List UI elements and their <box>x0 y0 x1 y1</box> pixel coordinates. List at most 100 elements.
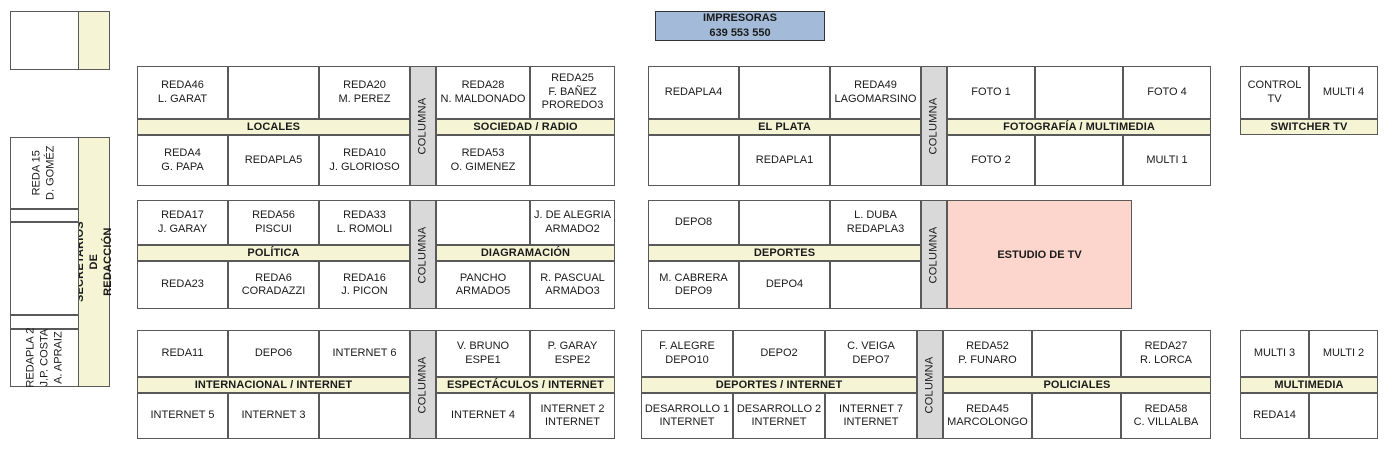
desk-pancho[interactable]: PANCHO ARMADO5 <box>436 261 530 309</box>
desk-foto2[interactable]: FOTO 2 <box>947 135 1035 186</box>
desk-desarrollo1-label: DESARROLLO 1 INTERNET <box>644 402 730 428</box>
desk-deportes-top-2[interactable] <box>739 200 830 245</box>
desk-reda15[interactable]: REDA 15 D. GOMÉZ <box>10 137 79 209</box>
dept-diagramacion: DIAGRAMACIÓN <box>436 245 615 261</box>
desk-internet7[interactable]: INTERNET 7 INTERNET <box>825 393 917 439</box>
desk-reda10-label: REDA10 J. GLORIOSO <box>329 147 400 173</box>
desk-reda6[interactable]: REDA6 CORADAZZI <box>228 261 319 309</box>
desk-control-tv[interactable]: CONTROL TV <box>1240 66 1309 119</box>
desk-policiales-bottom-2[interactable] <box>1032 393 1121 439</box>
desk-internacional-bottom-3[interactable] <box>319 393 410 439</box>
desk-left-empty-middle[interactable] <box>10 222 79 315</box>
desk-reda16[interactable]: REDA16 J. PICON <box>319 261 410 309</box>
desk-desarrollo2-label: DESARROLLO 2 INTERNET <box>736 402 822 428</box>
desk-reda23-label: REDA23 <box>161 278 204 291</box>
desk-multi3[interactable]: MULTI 3 <box>1240 330 1309 377</box>
desk-left-empty-upper[interactable] <box>10 209 79 222</box>
desk-de-alegria-label: J. DE ALEGRIA ARMADO2 <box>533 209 612 235</box>
desk-elplata-bottom-3[interactable] <box>830 135 921 186</box>
desk-reda4[interactable]: REDA4 G. PAPA <box>137 135 228 186</box>
desk-elplata-top-2[interactable] <box>739 66 830 119</box>
dept-locales: LOCALES <box>137 119 410 135</box>
desk-reda25[interactable]: REDA25 F. BAÑEZ PROREDO3 <box>530 66 615 119</box>
desk-p-garay[interactable]: P. GARAY ESPE2 <box>530 330 615 377</box>
desk-internet6[interactable]: INTERNET 6 <box>319 330 410 377</box>
desk-depo6[interactable]: DEPO6 <box>228 330 319 377</box>
dept-politica-label: POLÍTICA <box>247 247 300 259</box>
desk-f-alegre[interactable]: F. ALEGRE DEPO10 <box>641 330 733 377</box>
desk-internet3[interactable]: INTERNET 3 <box>228 393 319 439</box>
desk-redapla1[interactable]: REDAPLA1 <box>739 135 830 186</box>
desk-internet4[interactable]: INTERNET 4 <box>436 393 530 439</box>
desk-reda49[interactable]: REDA49 LAGOMARSINO <box>830 66 921 119</box>
desk-multi4[interactable]: MULTI 4 <box>1309 66 1378 119</box>
desk-reda58[interactable]: REDA58 C. VILLALBA <box>1121 393 1211 439</box>
desk-reda28[interactable]: REDA28 N. MALDONADO <box>436 66 530 119</box>
desk-redapla1-label: REDAPLA1 <box>755 153 814 166</box>
desk-desarrollo2[interactable]: DESARROLLO 2 INTERNET <box>733 393 825 439</box>
desk-multi1[interactable]: MULTI 1 <box>1123 135 1211 186</box>
desk-multi2[interactable]: MULTI 2 <box>1309 330 1378 377</box>
room-estudio-de-tv[interactable]: ESTUDIO DE TV <box>947 200 1132 309</box>
desk-internet2[interactable]: INTERNET 2 INTERNET <box>530 393 615 439</box>
desk-reda23[interactable]: REDA23 <box>137 261 228 309</box>
desk-multimedia-bottom-2[interactable] <box>1309 393 1378 439</box>
desk-reda45[interactable]: REDA45 MARCOLONGO <box>943 393 1032 439</box>
desk-reda46[interactable]: REDA46 L. GARAT <box>137 66 228 119</box>
desk-m-cabrera[interactable]: M. CABRERA DEPO9 <box>648 261 739 309</box>
desk-internet4-label: INTERNET 4 <box>451 409 515 422</box>
desk-reda27[interactable]: REDA27 R. LORCA <box>1121 330 1211 377</box>
desk-foto-top-2[interactable] <box>1035 66 1123 119</box>
desk-reda14[interactable]: REDA14 <box>1240 393 1309 439</box>
desk-foto1[interactable]: FOTO 1 <box>947 66 1035 119</box>
desk-depo8[interactable]: DEPO8 <box>648 200 739 245</box>
desk-redapla2[interactable]: REDAPLA 2 J.P. COSTA A. APRAIZ <box>10 328 79 388</box>
columna-pillar-5-label: COLUMNA <box>417 355 430 414</box>
desk-r-pascual[interactable]: R. PASCUAL ARMADO3 <box>530 261 615 309</box>
dept-internacional-internet: INTERNACIONAL / INTERNET <box>137 377 410 393</box>
desk-depo6-label: DEPO6 <box>254 346 293 359</box>
desk-v-bruno-label: V. BRUNO ESPE1 <box>456 340 510 366</box>
desk-m-cabrera-label: M. CABRERA DEPO9 <box>659 271 728 297</box>
desk-reda27-label: REDA27 R. LORCA <box>1140 340 1192 366</box>
desk-reda25-label: REDA25 F. BAÑEZ PROREDO3 <box>541 72 604 112</box>
desk-reda52[interactable]: REDA52 P. FUNARO <box>943 330 1032 377</box>
desk-sociedad-bottom-2[interactable] <box>530 135 615 186</box>
desk-foto4-label: FOTO 4 <box>1147 85 1187 98</box>
desk-foto-bottom-2[interactable] <box>1035 135 1123 186</box>
desk-reda11[interactable]: REDA11 <box>137 330 228 377</box>
dept-fotografia-multimedia-label: FOTOGRAFÍA / MULTIMEDIA <box>1003 121 1155 133</box>
desk-depo2[interactable]: DEPO2 <box>733 330 825 377</box>
desk-reda15-label: REDA 15 D. GOMÉZ <box>30 145 57 201</box>
desk-left-empty-lower[interactable] <box>10 315 79 329</box>
desk-deportes-bottom-3[interactable] <box>830 261 921 309</box>
desk-locales-top-2[interactable] <box>228 66 319 119</box>
desk-pancho-label: PANCHO ARMADO5 <box>455 271 511 297</box>
desk-reda56[interactable]: REDA56 PISCUI <box>228 200 319 245</box>
desk-reda4-label: REDA4 G. PAPA <box>161 147 204 173</box>
desk-reda52-label: REDA52 P. FUNARO <box>958 340 1017 366</box>
desk-v-bruno[interactable]: V. BRUNO ESPE1 <box>436 330 530 377</box>
printers-box[interactable]: IMPRESORAS 639 553 550 <box>655 11 825 41</box>
desk-l-duba[interactable]: L. DUBA REDAPLA3 <box>830 200 921 245</box>
desk-policiales-top-2[interactable] <box>1032 330 1121 377</box>
desk-redapla5[interactable]: REDAPLA5 <box>228 135 319 186</box>
columna-pillar-6-label: COLUMNA <box>924 355 937 414</box>
desk-depo4[interactable]: DEPO4 <box>739 261 830 309</box>
desk-elplata-bottom-1[interactable] <box>648 135 739 186</box>
desk-redapla2-label: REDAPLA 2 J.P. COSTA A. APRAIZ <box>23 328 64 388</box>
columna-pillar-2: COLUMNA <box>921 66 947 186</box>
desk-reda10[interactable]: REDA10 J. GLORIOSO <box>319 135 410 186</box>
desk-c-veiga[interactable]: C. VEIGA DEPO7 <box>825 330 917 377</box>
columna-pillar-4: COLUMNA <box>921 200 947 309</box>
desk-reda17[interactable]: REDA17 J. GARAY <box>137 200 228 245</box>
desk-de-alegria[interactable]: J. DE ALEGRIA ARMADO2 <box>530 200 615 245</box>
desk-desarrollo1[interactable]: DESARROLLO 1 INTERNET <box>641 393 733 439</box>
desk-reda20[interactable]: REDA20 M. PEREZ <box>319 66 410 119</box>
desk-diagramacion-top-1[interactable] <box>436 200 530 245</box>
desk-reda33[interactable]: REDA33 L. ROMOLI <box>319 200 410 245</box>
desk-internet5[interactable]: INTERNET 5 <box>137 393 228 439</box>
desk-reda53[interactable]: REDA53 O. GIMENEZ <box>436 135 530 186</box>
desk-foto4[interactable]: FOTO 4 <box>1123 66 1211 119</box>
desk-redapla4[interactable]: REDAPLA4 <box>648 66 739 119</box>
